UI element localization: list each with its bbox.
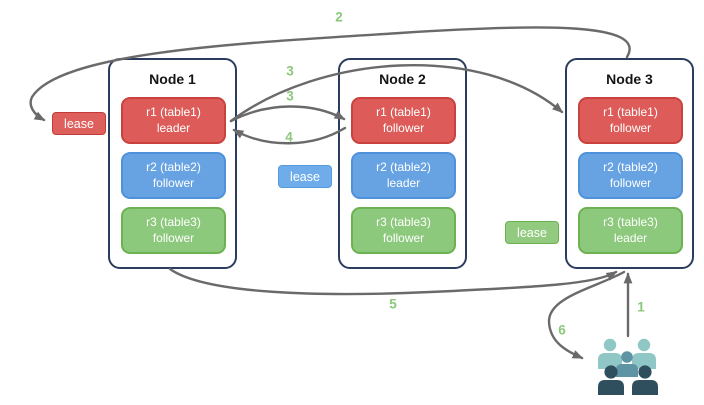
node-3-title: Node 3 (606, 71, 653, 87)
step-label-5: 5 (389, 296, 397, 312)
arrow-step6-node3-to-users (547, 270, 626, 360)
replica-role: follower (609, 120, 652, 135)
replica-name: r3 (table3) (146, 214, 201, 229)
node-1-replica-r1: r1 (table1) leader (121, 97, 226, 144)
replica-role: follower (152, 175, 195, 190)
replica-role: leader (156, 120, 191, 135)
replica-name: r3 (table3) (603, 214, 658, 229)
replica-name: r2 (table2) (376, 159, 431, 174)
step-label-3b: 3 (286, 88, 294, 104)
lease-badge-r1: lease (52, 112, 106, 135)
replica-name: r2 (table2) (146, 159, 201, 174)
node-2-replica-r3: r3 (table3) follower (351, 207, 456, 254)
node-1-replica-r3: r3 (table3) follower (121, 207, 226, 254)
replica-role: follower (382, 230, 425, 245)
replica-name: r2 (table2) (603, 159, 658, 174)
replica-role: leader (386, 175, 421, 190)
step-label-4: 4 (285, 129, 293, 145)
replica-name: r1 (table1) (603, 104, 658, 119)
step-label-3a: 3 (286, 63, 294, 79)
users-group-icon (598, 338, 658, 395)
step-label-6: 6 (558, 322, 566, 338)
node-2-replica-r2: r2 (table2) leader (351, 152, 456, 199)
step-label-2: 2 (335, 9, 343, 25)
arrow-step3-leader-to-node2 (229, 105, 346, 123)
node-1: Node 1 r1 (table1) leader r2 (table2) fo… (108, 58, 237, 269)
replica-role: follower (382, 120, 425, 135)
replica-name: r3 (table3) (376, 214, 431, 229)
node-3: Node 3 r1 (table1) follower r2 (table2) … (565, 58, 694, 269)
node-3-replica-r2: r2 (table2) follower (578, 152, 683, 199)
node-2-replica-r1: r1 (table1) follower (351, 97, 456, 144)
node-2: Node 2 r1 (table1) follower r2 (table2) … (338, 58, 467, 269)
node-3-replica-r1: r1 (table1) follower (578, 97, 683, 144)
replica-role: leader (613, 230, 648, 245)
replica-name: r1 (table1) (376, 104, 431, 119)
replica-role: follower (609, 175, 652, 190)
arrow-step5-node1-to-node3 (168, 267, 618, 296)
lease-badge-r3: lease (505, 221, 559, 244)
node-2-title: Node 2 (379, 71, 426, 87)
replica-role: follower (152, 230, 195, 245)
replica-name: r1 (table1) (146, 104, 201, 119)
step-label-1: 1 (637, 299, 645, 315)
node-1-title: Node 1 (149, 71, 196, 87)
node-1-replica-r2: r2 (table2) follower (121, 152, 226, 199)
lease-badge-r2: lease (278, 165, 332, 188)
node-3-replica-r3: r3 (table3) leader (578, 207, 683, 254)
